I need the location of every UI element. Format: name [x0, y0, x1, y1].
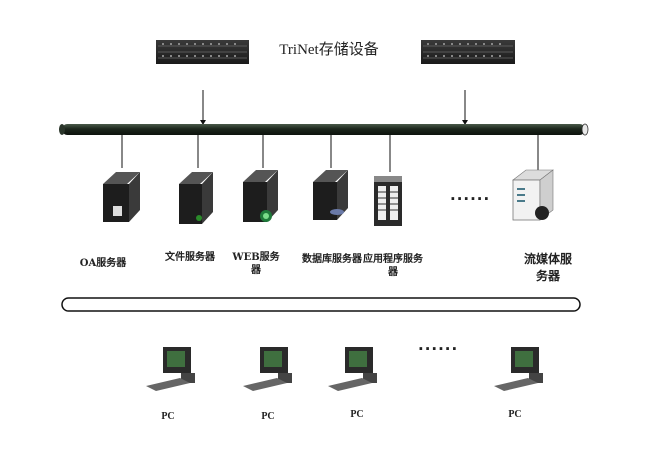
database-server-icon: [313, 170, 348, 220]
streaming-server-icon: [512, 169, 554, 221]
file-server-icon: [179, 172, 213, 224]
pc-4-icon: [494, 347, 543, 391]
server-label-streaming: 流媒体服务器: [524, 252, 573, 283]
application-server-icon: [374, 176, 402, 226]
server-label-web: WEB服务器: [232, 252, 280, 276]
oa-server-icon: [103, 172, 140, 222]
pc-2-icon: [243, 347, 292, 391]
server-label-oa: OA服务器: [79, 258, 127, 269]
server-label-application: 应用程序服务器: [363, 254, 423, 278]
storage-unit-left: [156, 40, 249, 64]
web-server-icon: [243, 170, 278, 222]
storage-unit-right: [421, 40, 515, 64]
server-ellipsis: ......: [450, 186, 491, 204]
backbone-pipe: [59, 123, 589, 136]
pc-label-2: PC: [261, 411, 275, 422]
server-connectors: [121, 135, 539, 172]
pc-label-1: PC: [161, 411, 175, 422]
pc-label-4: PC: [508, 409, 522, 420]
server-label-database: 数据库服务器: [302, 254, 362, 265]
server-label-file: 文件服务器: [165, 252, 215, 263]
storage-connectors: [202, 90, 466, 124]
lan-pipe: [61, 297, 581, 312]
pc-ellipsis: ......: [418, 336, 459, 354]
pc-label-3: PC: [350, 409, 364, 420]
pc-1-icon: [146, 347, 195, 391]
storage-label: TriNet存储设备: [279, 42, 379, 58]
pc-3-icon: [328, 347, 377, 391]
